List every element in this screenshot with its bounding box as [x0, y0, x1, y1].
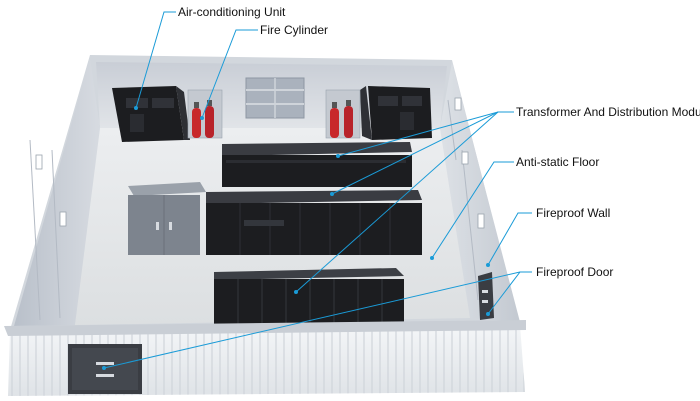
leader-air-conditioning-unit	[135, 11, 176, 109]
leader-anti-static-floor	[431, 161, 514, 259]
air-conditioning-unit-right	[360, 86, 432, 140]
label-transformer-module: Transformer And Distribution Module	[516, 105, 700, 119]
leader-fire-cylinder	[201, 29, 258, 119]
transformer-module-row-3	[214, 268, 404, 327]
label-fireproof-door: Fireproof Door	[536, 265, 614, 279]
fire-cylinders-left	[187, 89, 223, 139]
fire-cylinders-right	[325, 89, 361, 139]
leader-transformer-2	[331, 111, 499, 195]
left-wall	[14, 58, 100, 326]
leader-dots	[102, 106, 490, 370]
leader-fireproof-wall	[487, 212, 532, 266]
back-wall-window	[245, 77, 305, 119]
inner-fireproof-door	[478, 272, 494, 320]
transformer-module-row-2	[206, 190, 422, 255]
transformer-module-row-1	[222, 142, 412, 187]
label-anti-static-floor: Anti-static Floor	[516, 155, 600, 169]
grey-cabinet	[128, 182, 206, 255]
label-air-conditioning-unit: Air-conditioning Unit	[178, 5, 286, 19]
wall-sockets	[35, 97, 485, 229]
leader-fireproof-door-front	[103, 271, 521, 369]
leader-lines	[103, 11, 532, 369]
air-conditioning-unit-left	[112, 86, 190, 142]
label-fireproof-wall: Fireproof Wall	[536, 206, 611, 220]
leader-transformer-3	[295, 111, 499, 293]
label-fire-cylinder: Fire Cylinder	[260, 23, 329, 37]
fireproof-wall	[440, 62, 520, 322]
